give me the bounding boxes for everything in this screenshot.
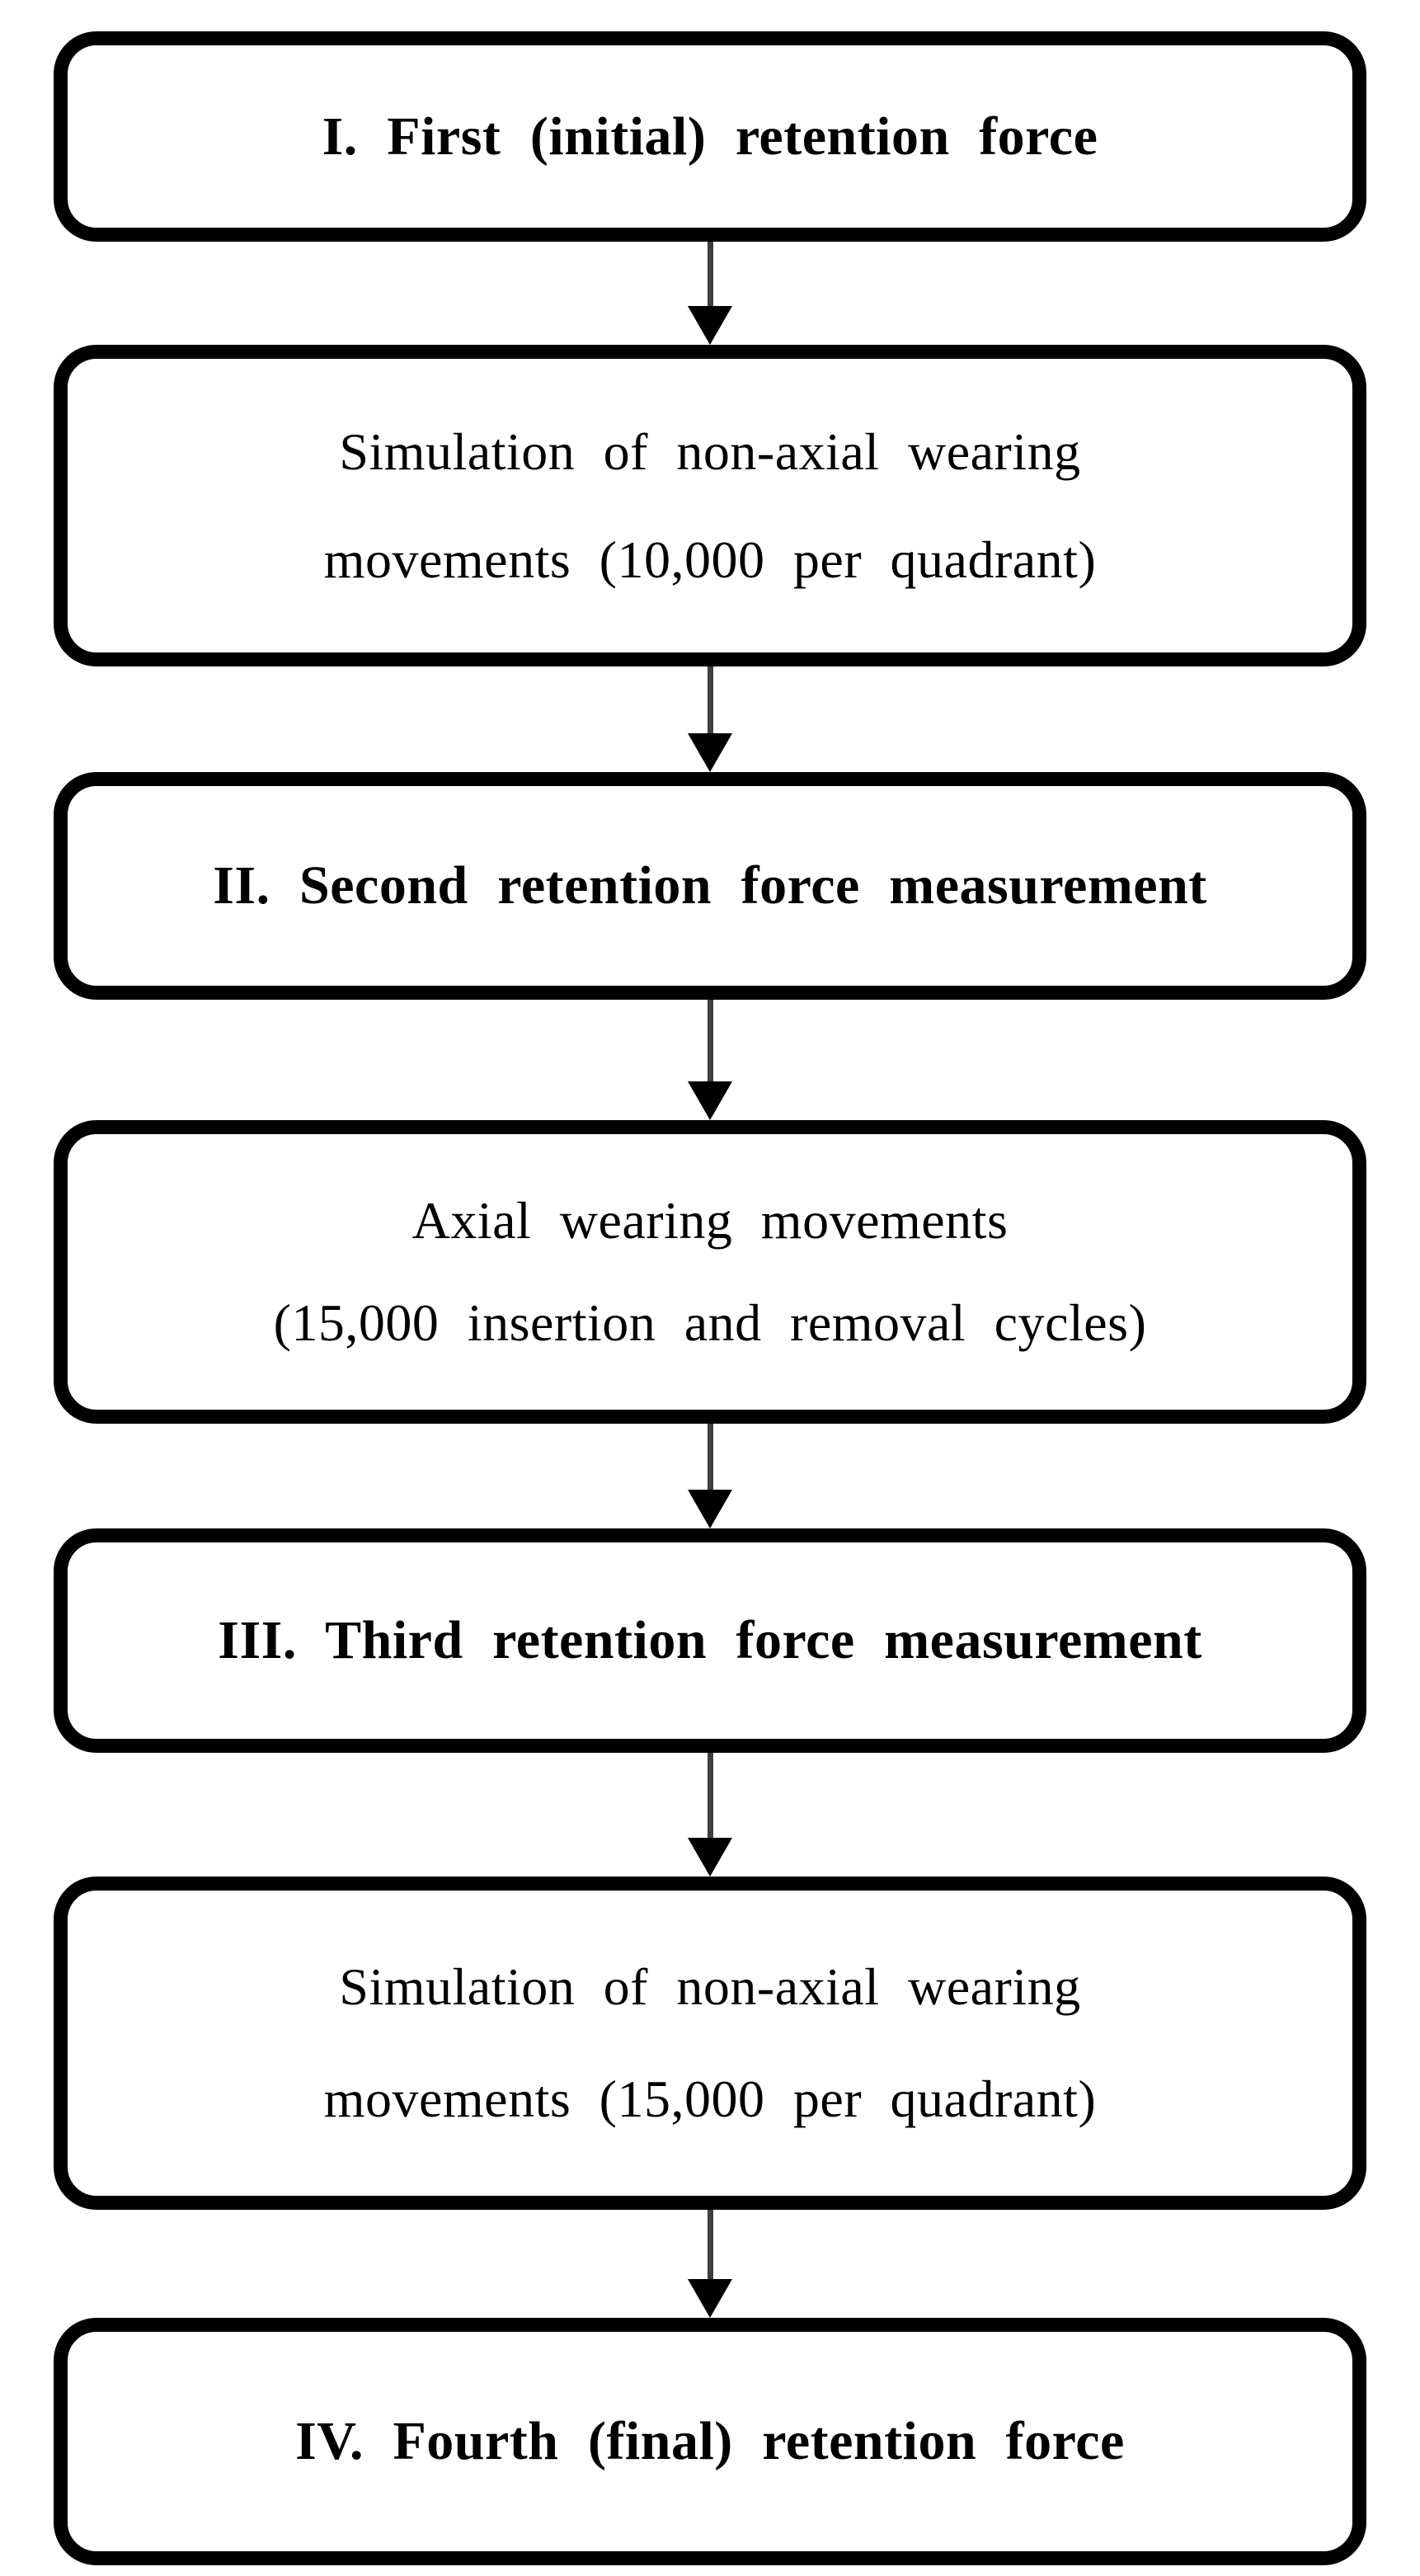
arrow-shaft [707,2210,713,2279]
arrow-head-icon [688,1838,732,1877]
step-3-label: II. Second retention force measurement [213,855,1207,916]
arrow-shaft [707,1000,713,1081]
arrow-shaft [707,666,713,733]
down-arrow-icon [0,2210,1420,2318]
arrow-shaft [707,242,713,306]
step-6-label-line-1: Simulation of non-axial wearing [339,1957,1081,2017]
step-4-label-line-2: (15,000 insertion and removal cycles) [273,1293,1147,1353]
step-1-label: I. First (initial) retention force [322,106,1098,167]
step-box-nonaxial-wearing-10000: Simulation of non-axial wearing movement… [54,345,1366,666]
down-arrow-icon [0,242,1420,345]
arrow-shaft [707,1424,713,1490]
step-box-fourth-retention-force: IV. Fourth (final) retention force [54,2318,1366,2565]
step-2-label-line-2: movements (10,000 per quadrant) [323,530,1097,589]
step-box-third-retention-force: III. Third retention force measurement [54,1528,1366,1753]
step-box-second-retention-force: II. Second retention force measurement [54,772,1366,1000]
down-arrow-icon [0,666,1420,772]
step-6-label-line-2: movements (15,000 per quadrant) [323,2070,1097,2129]
arrow-head-icon [688,1081,732,1120]
step-5-label: III. Third retention force measurement [218,1610,1202,1671]
down-arrow-icon [0,1424,1420,1528]
step-4-label-line-1: Axial wearing movements [411,1191,1009,1250]
arrow-shaft [707,1753,713,1838]
down-arrow-icon [0,1000,1420,1120]
arrow-head-icon [688,306,732,345]
arrow-head-icon [688,2279,732,2318]
step-7-label: IV. Fourth (final) retention force [295,2411,1125,2472]
arrow-head-icon [688,733,732,772]
step-box-axial-wearing-15000: Axial wearing movements (15,000 insertio… [54,1120,1366,1424]
down-arrow-icon [0,1753,1420,1877]
arrow-head-icon [688,1490,732,1528]
step-2-label-line-1: Simulation of non-axial wearing [339,421,1081,481]
step-box-nonaxial-wearing-15000: Simulation of non-axial wearing movement… [54,1877,1366,2210]
step-box-first-retention-force: I. First (initial) retention force [54,31,1366,242]
